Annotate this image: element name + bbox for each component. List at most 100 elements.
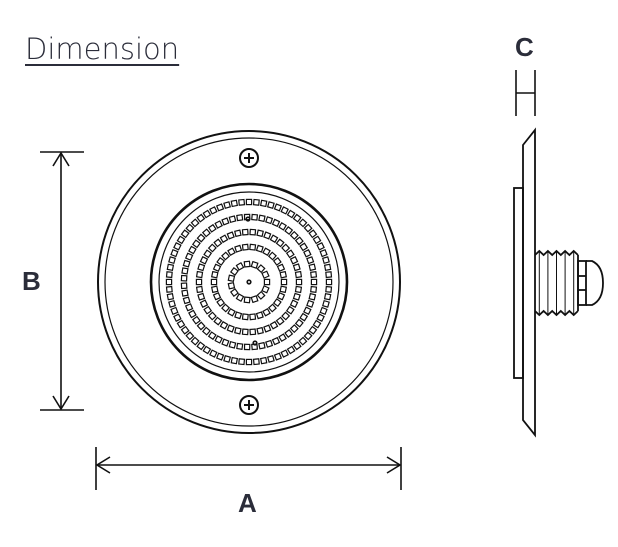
spray-hole (241, 313, 249, 321)
spray-hole (203, 249, 213, 259)
spray-holes (165, 198, 333, 366)
spray-hole (210, 285, 219, 294)
spray-hole (182, 296, 191, 305)
spray-hole (263, 278, 271, 286)
spray-hole (180, 282, 188, 290)
spray-hole (234, 244, 243, 253)
spray-hole (321, 299, 330, 308)
spray-hole (261, 270, 270, 279)
spray-hole (255, 311, 264, 320)
spray-hole (170, 306, 179, 316)
spray-hole (215, 203, 225, 212)
spray-hole (185, 223, 195, 233)
spray-hole (303, 249, 312, 258)
spray-hole (284, 226, 294, 236)
spray-hole (306, 299, 315, 308)
spray-hole (235, 262, 245, 271)
spray-hole (219, 234, 229, 244)
spray-hole (289, 324, 299, 334)
dimension-label-c: C (515, 32, 534, 62)
spray-hole (249, 243, 257, 251)
spray-hole (319, 306, 328, 316)
spray-hole (202, 345, 212, 355)
spray-hole (292, 292, 301, 301)
spray-hole (229, 288, 239, 298)
spray-hole (166, 263, 175, 272)
spray-hole (168, 299, 177, 308)
screw-icon-top (239, 148, 259, 168)
spray-hole (267, 303, 277, 313)
spray-hole (195, 285, 204, 294)
spray-hole (216, 256, 226, 266)
spray-hole (261, 285, 270, 294)
spray-hole (199, 256, 209, 265)
spray-hole (278, 333, 287, 343)
spray-hole (221, 338, 230, 347)
side-view (513, 127, 604, 438)
spray-hole (197, 263, 206, 272)
spray-hole (256, 229, 264, 238)
spray-hole (203, 305, 213, 315)
spray-hole (191, 315, 201, 325)
spray-hole (166, 292, 175, 301)
spray-hole (173, 313, 182, 322)
spray-hole (292, 213, 302, 223)
dimension-c-line (515, 70, 536, 116)
spray-hole (230, 199, 239, 208)
dimension-b-line (40, 151, 84, 411)
spray-hole (249, 228, 257, 236)
spray-hole (249, 313, 257, 321)
spray-hole (221, 251, 231, 261)
spray-hole (168, 256, 177, 265)
spray-hole (266, 354, 275, 363)
spray-hole (258, 214, 266, 223)
spray-hole (294, 285, 303, 294)
spray-hole (303, 223, 313, 233)
spray-hole (262, 247, 271, 257)
spray-hole (285, 249, 295, 259)
spray-hole (286, 345, 296, 355)
spray-hole (227, 307, 236, 317)
thread-outline (534, 309, 579, 317)
spray-hole (269, 320, 279, 330)
spray-hole (170, 248, 179, 258)
spray-hole (195, 278, 203, 286)
spray-hole (299, 312, 309, 322)
spray-hole (256, 290, 266, 300)
spray-hole (190, 336, 200, 346)
spray-hole (259, 199, 268, 208)
spray-hole (298, 336, 308, 346)
spray-hole (188, 309, 197, 319)
spray-hole (212, 292, 222, 301)
spray-hole (238, 198, 246, 206)
spray-hole (299, 242, 309, 252)
spray-hole (227, 274, 236, 283)
spray-hole (191, 239, 201, 249)
spray-hole (316, 313, 325, 322)
spray-hole (275, 316, 285, 326)
spray-hole (214, 335, 223, 344)
spray-hole (289, 299, 299, 308)
spray-hole (213, 316, 223, 326)
spray-hole (210, 270, 219, 279)
spray-hole (272, 256, 282, 266)
spray-hole (165, 271, 173, 279)
spray-hole (190, 218, 200, 228)
spray-hole (273, 203, 283, 212)
spray-hole (259, 356, 268, 365)
spray-hole (241, 228, 249, 236)
spray-hole (265, 339, 274, 348)
spray-hole (207, 311, 217, 321)
spray-hole (281, 243, 291, 253)
spray-hole (251, 213, 259, 221)
spray-hole (323, 292, 332, 301)
spray-hole (228, 340, 237, 349)
dimension-label-a: A (238, 488, 257, 518)
spray-hole (199, 299, 209, 308)
spray-hole (202, 209, 212, 219)
spray-hole (227, 281, 236, 290)
spray-hole (295, 278, 303, 286)
spray-hole (273, 352, 283, 361)
spray-hole (243, 213, 251, 221)
